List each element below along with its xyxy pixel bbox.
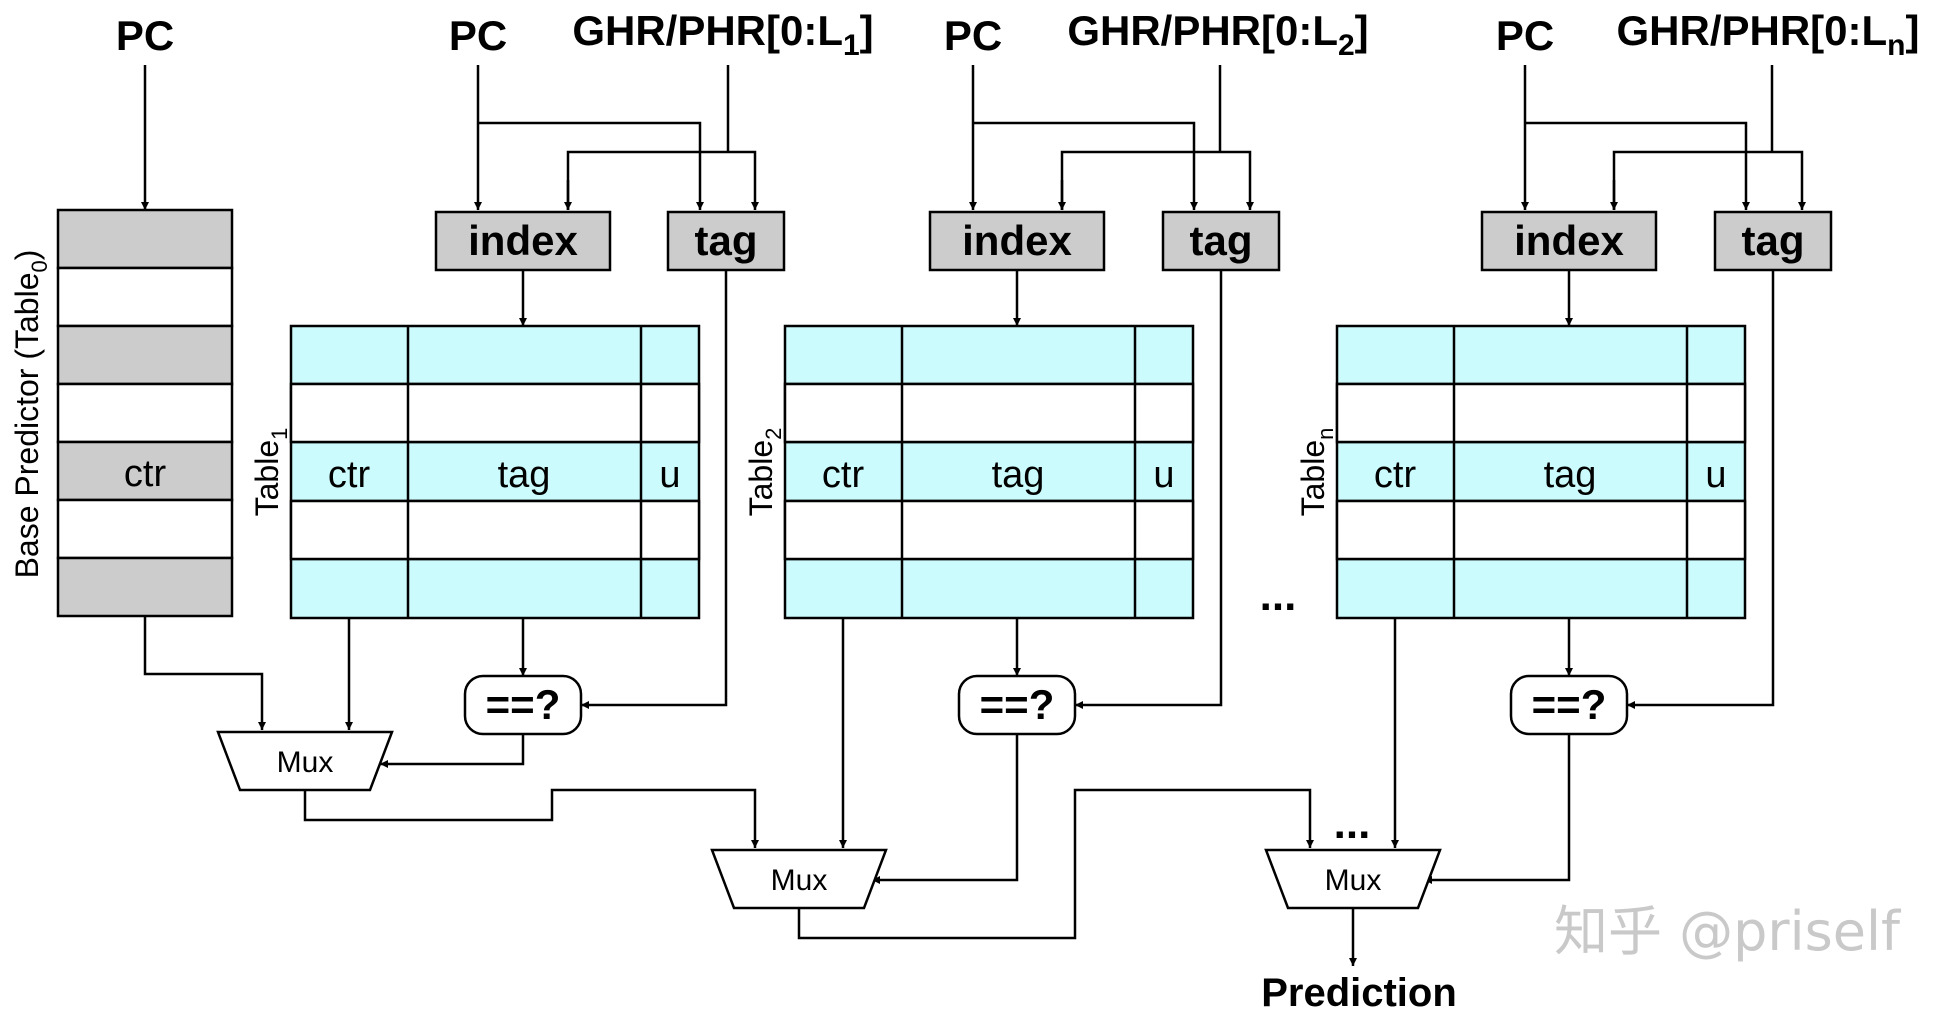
table2-u-label: u (1153, 454, 1174, 496)
mux2-to-mux3-wire (797, 788, 1314, 940)
table2-tag-block (1161, 210, 1281, 272)
mux-1 (216, 730, 394, 792)
table2-name: Table2 (743, 428, 786, 517)
table1-tag-label: tag (695, 217, 758, 264)
mux-1-label: Mux (277, 746, 334, 779)
table1-hit-wire (380, 734, 525, 768)
tablen-ghr-label: GHR/PHR[0:Ln] (1617, 7, 1920, 62)
table2-compare-label: ==? (980, 681, 1055, 728)
table1-tag-block (666, 210, 786, 272)
base-pc-label: PC (116, 12, 174, 59)
table1-name: Table1 (249, 428, 292, 517)
base-row (56, 556, 234, 618)
base-predictor: PC ctr Base Predictor (Table0) (9, 12, 266, 730)
base-predictor-label: Base Predictor (Table0) (9, 250, 52, 579)
table1-index-label: index (468, 217, 578, 264)
base-row (56, 266, 234, 328)
mux-2 (710, 848, 888, 910)
table2-ghr-label: GHR/PHR[0:L2] (1067, 7, 1368, 62)
mux1-to-mux2-wire (303, 788, 759, 848)
table2-index-block (928, 210, 1106, 272)
table2-pc-label: PC (944, 12, 1002, 59)
table1-ghr-split-wire (566, 150, 759, 210)
table2-tag-label: tag (1190, 217, 1253, 264)
table1-compare-label: ==? (486, 681, 561, 728)
table1-u-label: u (659, 454, 680, 496)
mux-n-label: Mux (1325, 864, 1382, 897)
table2-index-label: index (962, 217, 1072, 264)
tablen-index-label: index (1514, 217, 1624, 264)
table1-ctr-label: ctr (328, 454, 371, 496)
table2-tag-field-label: tag (992, 454, 1045, 496)
ellipsis-mux: ... (1334, 799, 1371, 848)
watermark: 知乎 @priself (1554, 900, 1902, 963)
table1-grid (289, 324, 701, 620)
tablen-tag-label: tag (1742, 217, 1805, 264)
base-row (56, 324, 234, 386)
table1-pc-tag-wire (478, 121, 704, 210)
tagged-table-n: PC GHR/PHR[0:Ln] index tag ctr tag u Tab… (1264, 7, 1920, 966)
base-to-mux-wire (143, 616, 266, 730)
tablen-compare-label: ==? (1532, 681, 1607, 728)
tablen-tag-field-label: tag (1544, 454, 1597, 496)
base-row (56, 498, 234, 560)
tablen-u-label: u (1705, 454, 1726, 496)
ellipsis-tables: ... (1260, 571, 1297, 620)
tablen-name: Tablen (1295, 428, 1338, 517)
tagged-table-1: PC GHR/PHR[0:L1] index tag ctr tag u Tab… (216, 7, 874, 848)
table1-tagcmp-wire (581, 270, 728, 709)
tablen-tag-block (1713, 210, 1833, 272)
base-row (56, 382, 234, 444)
tablen-grid (1335, 324, 1747, 620)
table1-tag-field-label: tag (498, 454, 551, 496)
mux-n (1264, 848, 1442, 910)
base-row (56, 208, 234, 270)
table2-grid (783, 324, 1195, 620)
prediction-label: Prediction (1261, 971, 1457, 1015)
tablen-ctr-label: ctr (1374, 454, 1417, 496)
tablen-index-block (1480, 210, 1658, 272)
table2-ctr-label: ctr (822, 454, 865, 496)
table1-ghr-label: GHR/PHR[0:L1] (572, 7, 873, 62)
table1-pc-label: PC (449, 12, 507, 59)
tablen-pc-label: PC (1496, 12, 1554, 59)
mux-2-label: Mux (771, 864, 828, 897)
base-ctr-label: ctr (124, 453, 167, 495)
tagged-table-2: PC GHR/PHR[0:L2] index tag ctr tag u Tab… (710, 7, 1369, 940)
